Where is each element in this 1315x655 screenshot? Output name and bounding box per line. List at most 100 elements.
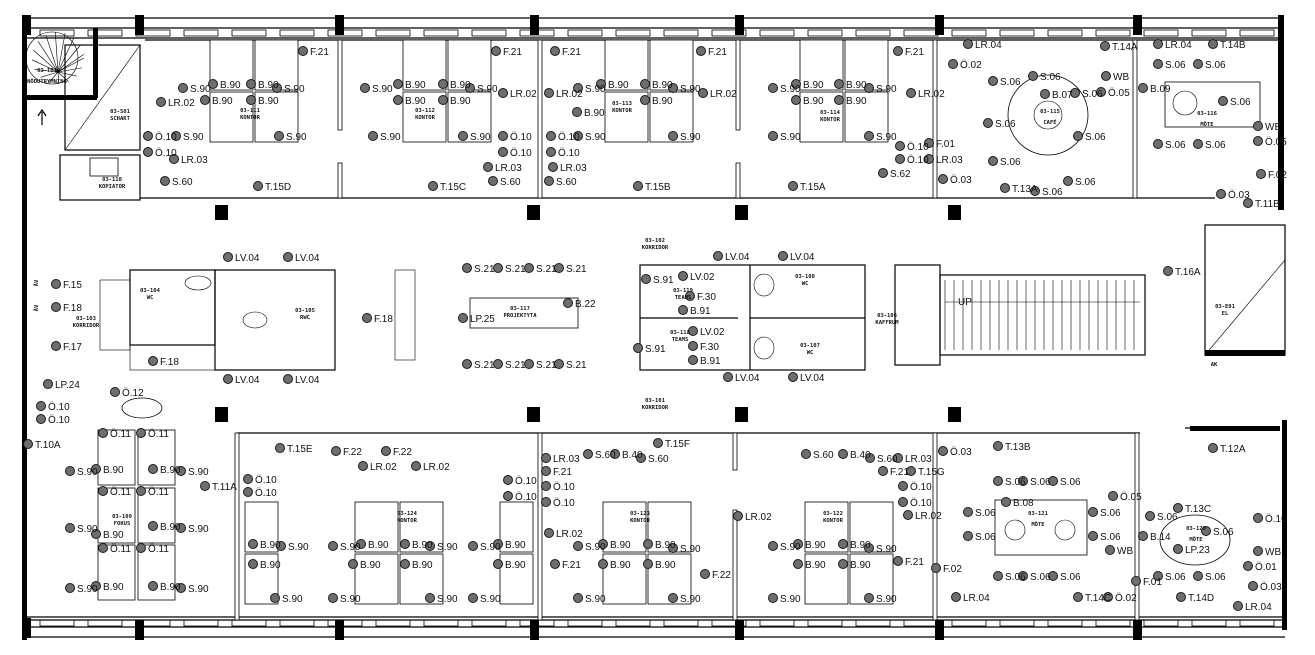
sensor-dot-icon <box>110 387 120 397</box>
tag-label: F.21 <box>890 467 909 478</box>
tag-label: F.21 <box>905 47 924 58</box>
sensor-dot-icon <box>176 466 186 476</box>
tag-label: S.06 <box>1205 140 1226 151</box>
window <box>615 619 651 627</box>
desk <box>354 553 399 605</box>
room-name: EL <box>1222 311 1229 317</box>
sensor-dot-icon <box>438 95 448 105</box>
sensor-dot-icon <box>156 97 166 107</box>
sensor-dot-icon <box>248 559 258 569</box>
sensor-dot-icon <box>1048 571 1058 581</box>
column <box>527 205 540 220</box>
tag-label: B.91 <box>700 356 721 367</box>
tag-label: B.90 <box>160 522 181 533</box>
stair-tread <box>37 41 59 73</box>
tag-label: S.90 <box>876 132 897 143</box>
tag-label: LR.02 <box>918 89 945 100</box>
stair-tread <box>57 67 83 73</box>
sensor-dot-icon <box>1000 183 1010 193</box>
sensor-dot-icon <box>1138 531 1148 541</box>
partition-wall <box>337 39 343 131</box>
sensor-dot-icon <box>546 131 556 141</box>
sensor-dot-icon <box>723 372 733 382</box>
tag-label: S.06 <box>975 508 996 519</box>
tag-label: S.91 <box>653 275 674 286</box>
tag-label: S.90 <box>190 84 211 95</box>
table-base <box>1033 100 1063 130</box>
sensor-dot-icon <box>791 95 801 105</box>
partition-wall <box>735 162 741 199</box>
sensor-dot-icon <box>393 79 403 89</box>
tag-label: S.06 <box>1100 532 1121 543</box>
sensor-dot-icon <box>688 355 698 365</box>
window <box>999 619 1035 627</box>
sensor-dot-icon <box>1001 497 1011 507</box>
tag-label: LP.25 <box>470 314 495 325</box>
window <box>903 29 939 37</box>
room-name: MÖTE <box>1189 536 1202 543</box>
sensor-dot-icon <box>51 341 61 351</box>
sensor-dot-icon <box>924 154 934 164</box>
tag-label: B.90 <box>608 80 629 91</box>
tag-label: S.06 <box>995 119 1016 130</box>
room-number: 03-107 <box>800 343 820 349</box>
sensor-dot-icon <box>1173 544 1183 554</box>
tag-label: Ö.01 <box>1255 561 1277 573</box>
tag-label: Ö.10 <box>910 497 932 509</box>
sensor-dot-icon <box>208 79 218 89</box>
tag-label: S.06 <box>1165 140 1186 151</box>
sensor-dot-icon <box>640 95 650 105</box>
sensor-dot-icon <box>893 46 903 56</box>
sensor-dot-icon <box>1073 131 1083 141</box>
tag-label: S.90 <box>284 84 305 95</box>
window <box>1239 619 1275 627</box>
sensor-dot-icon <box>493 559 503 569</box>
room-name: PROJEKTYTA <box>503 313 537 319</box>
tag-label: LR.02 <box>915 511 942 522</box>
sensor-dot-icon <box>544 176 554 186</box>
tag-label: S.06 <box>975 532 996 543</box>
sensor-dot-icon <box>834 79 844 89</box>
window <box>1095 619 1131 627</box>
tag-label: B.90 <box>405 96 426 107</box>
sensor-dot-icon <box>148 581 158 591</box>
room-number: 03-115 <box>1040 109 1060 115</box>
sensor-dot-icon <box>893 453 903 463</box>
tag-label: S.90 <box>480 542 501 553</box>
tag-label: Ö.11 <box>148 543 169 555</box>
stair-tread <box>31 59 59 73</box>
tag-label: B.90 <box>846 80 867 91</box>
sensor-dot-icon <box>143 147 153 157</box>
tag-label: S.90 <box>77 467 98 478</box>
sensor-dot-icon <box>931 563 941 573</box>
desk <box>97 544 136 601</box>
stair-tread <box>57 54 84 73</box>
tag-label: S.91 <box>645 344 666 355</box>
sensor-dot-icon <box>993 571 1003 581</box>
sensor-dot-icon <box>243 487 253 497</box>
sensor-dot-icon <box>176 523 186 533</box>
column <box>1133 620 1142 640</box>
tag-label: Ö.03 <box>1228 189 1250 201</box>
room-name: KONTOR <box>630 518 651 524</box>
sensor-dot-icon <box>298 46 308 56</box>
column <box>948 205 961 220</box>
window <box>615 29 651 37</box>
sensor-dots <box>23 39 1266 611</box>
sensor-dot-icon <box>865 453 875 463</box>
column <box>948 407 961 422</box>
partition-wall <box>337 162 343 199</box>
tag-label: F.21 <box>905 557 924 568</box>
tag-label: LR.02 <box>370 462 397 473</box>
tag-label: B.90 <box>360 560 381 571</box>
tag-label: LR.04 <box>1245 602 1272 613</box>
tag-label: LV.04 <box>235 375 260 386</box>
sensor-dot-icon <box>491 46 501 56</box>
sensor-dot-icon <box>348 559 358 569</box>
sensor-dot-icon <box>1018 476 1028 486</box>
shelf <box>394 269 416 361</box>
sensor-dot-icon <box>1253 121 1263 131</box>
room-number: 03-122 <box>823 511 843 517</box>
room-name: KOPIATOR <box>99 184 126 190</box>
tag-label: S.90 <box>188 467 209 478</box>
